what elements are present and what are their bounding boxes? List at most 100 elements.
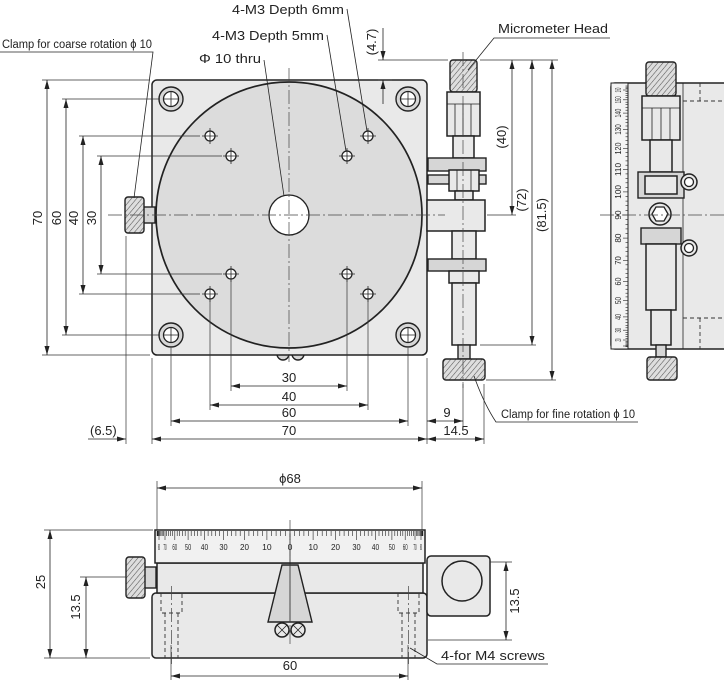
ring-scale-label: 60 <box>172 542 177 552</box>
dim-knob-height: 13.5 <box>68 594 83 619</box>
ring-scale-label: 30 <box>219 542 228 552</box>
micrometer-head-leader <box>467 37 610 71</box>
end-screw-upper-hole <box>683 176 695 188</box>
end-spring-housing <box>645 243 677 311</box>
end-scale-label: 130 <box>614 124 623 135</box>
fine-clamp-knurl <box>442 358 486 381</box>
end-scale-label: 80 <box>614 233 623 243</box>
end-scale-label: 30 <box>614 328 623 333</box>
micrometer-thimble <box>446 91 481 137</box>
dim-40-h: 40 <box>282 389 296 404</box>
coarse-clamp-leader <box>0 51 154 199</box>
dim-mic-width: 14.5 <box>443 423 468 438</box>
m3-depth-6-label: 4-M3 Depth 6mm <box>232 3 344 17</box>
hole-center-marks <box>163 91 416 343</box>
end-thimble-graduations <box>642 107 680 140</box>
end-scale-label: 60 <box>614 277 623 285</box>
m3-depth-5-leader <box>326 34 347 152</box>
end-screw-lower-hole <box>683 242 695 254</box>
coarse-clamp-label: Clamp for coarse rotation ϕ 10 <box>2 39 152 51</box>
fine-clamp-leader <box>473 375 638 423</box>
end-view-hidden-features <box>683 83 724 349</box>
clamp-bar-upper <box>427 157 487 172</box>
arm-lower-post <box>451 230 477 260</box>
ring-scale-label: 20 <box>331 542 340 552</box>
index-screw-right-slot <box>292 624 304 636</box>
dim-top-offset: (4.7) <box>364 29 379 56</box>
bottom-extension-lines <box>125 236 485 444</box>
ring-scale-label: 80 <box>420 542 422 552</box>
ring-scale-label: 50 <box>185 542 191 552</box>
end-lower-block <box>640 227 682 245</box>
fine-clamp-shaft <box>457 344 471 360</box>
fine-clamp-label: Clamp for fine rotation ϕ 10 <box>501 409 635 421</box>
dim-60-v: 60 <box>49 211 64 225</box>
m3-depth-6-leader <box>346 8 368 132</box>
end-scale-label: 50 <box>614 297 623 304</box>
end-scale-label: 160 <box>614 87 623 92</box>
end-micrometer-ratchet <box>645 61 677 97</box>
thru-hole-leader <box>263 59 285 197</box>
side-hole-center-lines <box>171 586 409 664</box>
micrometer-ratchet <box>449 59 478 93</box>
end-micrometer-sleeve <box>649 139 673 173</box>
end-spring-neck <box>650 309 672 346</box>
dim-mic-axis: 9 <box>443 405 450 420</box>
spring-housing-cap <box>448 270 480 284</box>
dim-30-v: 30 <box>84 211 99 225</box>
dim-mic-40: (40) <box>494 125 509 148</box>
side-coarse-clamp-shaft <box>143 566 157 589</box>
thimble-graduations <box>447 103 480 136</box>
thru-hole-label: Φ 10 thru <box>199 52 261 66</box>
micrometer-sleeve <box>452 135 475 159</box>
end-clamp-block-inner <box>644 175 678 195</box>
end-scale-label: 120 <box>614 142 623 154</box>
ring-scale-label: 30 <box>352 542 361 552</box>
end-scale-label: 140 <box>614 108 623 117</box>
lock-nut <box>448 169 480 192</box>
ring-scale-label: 20 <box>240 542 249 552</box>
ring-scale-label: 40 <box>201 542 209 552</box>
left-extension-lines <box>42 79 222 356</box>
dim-70-h: 70 <box>282 423 296 438</box>
spring-bar <box>427 258 487 272</box>
side-micrometer-block <box>426 555 491 617</box>
ring-scale-label: 10 <box>308 542 318 552</box>
rotation-arm <box>426 199 486 232</box>
ring-scale-label: 50 <box>389 542 395 552</box>
m3-depth-5-label: 4-M3 Depth 5mm <box>212 29 324 43</box>
end-scale-label: 40 <box>614 314 623 320</box>
dim-hole-pitch: 60 <box>283 658 297 673</box>
top-view-center-lines <box>108 52 464 388</box>
mount-holes-leader <box>409 647 548 665</box>
dim-40-v: 40 <box>66 211 81 225</box>
ring-scale-label: 60 <box>403 542 408 552</box>
side-coarse-clamp-knob <box>125 556 157 599</box>
spring-housing <box>451 282 477 346</box>
dim-30-h: 30 <box>282 370 296 385</box>
side-micrometer-end <box>441 560 483 602</box>
dim-mic-72: (72) <box>514 188 529 211</box>
end-fine-clamp-knurl <box>646 356 678 381</box>
end-fine-clamp-shaft <box>655 344 667 358</box>
end-arm-hex-nut <box>651 206 669 222</box>
mount-holes-label: 4-for M4 screws <box>441 649 545 663</box>
dim-70-v: 70 <box>30 211 45 225</box>
end-scale-label: 70 <box>614 256 623 265</box>
dim-mic-81-5: (81.5) <box>534 198 549 232</box>
top-view <box>108 52 487 388</box>
end-scale-label: 100 <box>614 185 623 199</box>
top-view-dimensions: 70 60 40 30 (4.7) (40) (72) (81.5) 30 40… <box>30 28 558 444</box>
ring-scale-label: 70 <box>163 542 166 552</box>
side-coarse-clamp-knurl <box>125 556 146 599</box>
dim-clamp-height: 13.5 <box>507 588 522 613</box>
end-scale-label: 20 <box>614 338 623 341</box>
dim-60-h: 60 <box>282 405 296 420</box>
end-view: 2030405060708090100110120130140150160 <box>600 61 724 381</box>
ring-scale-label: 40 <box>372 542 380 552</box>
index-screw-left-slot <box>276 624 288 636</box>
side-view-dimensions: ϕ68 25 13.5 13.5 60 4-for M4 screws <box>33 471 548 680</box>
lock-nut-flats <box>456 170 472 191</box>
